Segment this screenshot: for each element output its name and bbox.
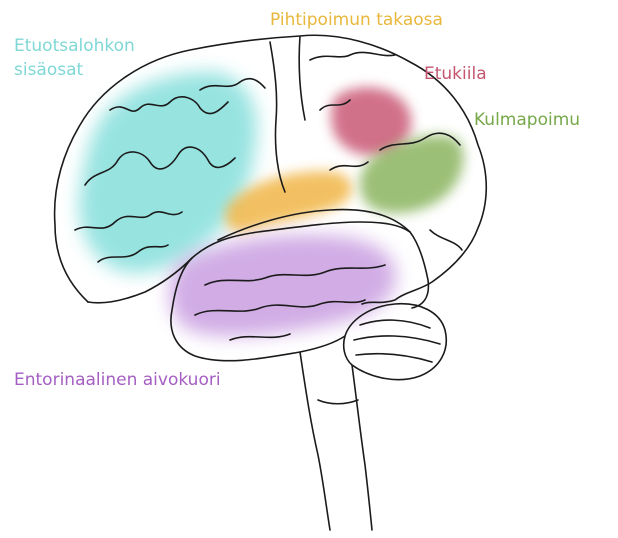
label-entorhinal-cortex: Entorinaalinen aivokuori <box>14 368 221 392</box>
region-fills <box>79 72 464 336</box>
label-posterior-cingulate: Pihtipoimun takaosa <box>270 8 443 32</box>
label-precuneus: Etukiila <box>424 62 487 86</box>
label-medial-prefrontal-line1: Etuotsalohkon <box>14 34 135 58</box>
label-medial-prefrontal-line2: sisäosat <box>14 58 135 82</box>
label-angular-gyrus: Kulmapoimu <box>474 108 580 132</box>
label-medial-prefrontal: Etuotsalohkon sisäosat <box>14 34 135 82</box>
medial-prefrontal-region <box>79 72 257 273</box>
